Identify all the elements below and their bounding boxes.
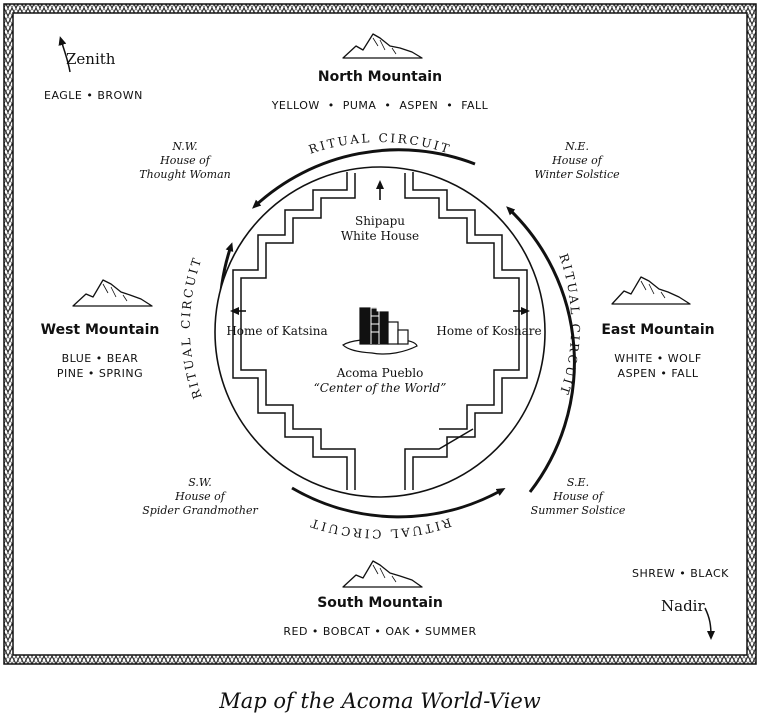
north-mountain-name: North Mountain — [317, 69, 443, 85]
stepped-cross — [232, 172, 528, 490]
nadir-arrow-icon — [704, 607, 715, 640]
south-mountain-name: South Mountain — [317, 595, 443, 611]
north-mountain-icon — [342, 33, 423, 59]
zenith-attributes: EAGLE • BROWN — [44, 89, 143, 102]
ritual-circuit-arc-south — [291, 486, 506, 519]
ritual-circuit-arc-east — [506, 206, 576, 493]
east-mountain-attributes-2: ASPEN • FALL — [617, 367, 699, 380]
zenith-label: Zenith — [66, 50, 116, 68]
acoma-pueblo-label: Acoma Pueblo“Center of the World” — [313, 366, 447, 395]
zenith-arrow-icon — [58, 36, 71, 73]
north-mountain-attributes: YELLOW • PUMA • ASPEN • FALL — [271, 99, 489, 112]
ritual-circuit-arc-north — [252, 148, 476, 209]
pueblo-building-icon — [342, 300, 418, 355]
east-mountain-attributes-1: WHITE • WOLF — [614, 352, 702, 365]
map-caption: Map of the Acoma World-View — [219, 689, 541, 713]
south-mountain-icon — [342, 560, 423, 588]
west-mountain-icon — [72, 279, 153, 307]
west-mountain-attributes-2: PINE • SPRING — [56, 367, 144, 380]
east-mountain-icon — [611, 276, 691, 305]
west-mountain-name: West Mountain — [40, 322, 160, 338]
nadir-attributes: SHREW • BLACK — [632, 567, 729, 580]
nadir-label: Nadir — [661, 597, 705, 615]
east-mountain-name: East Mountain — [601, 322, 715, 338]
west-mountain-attributes-1: BLUE • BEAR — [61, 352, 139, 365]
south-mountain-attributes: RED • BOBCAT • OAK • SUMMER — [283, 625, 477, 638]
home-of-koshare-label: Home of Koshare — [436, 324, 542, 338]
decorative-border — [3, 3, 757, 665]
home-of-katsina-label: Home of Katsina — [226, 324, 328, 338]
